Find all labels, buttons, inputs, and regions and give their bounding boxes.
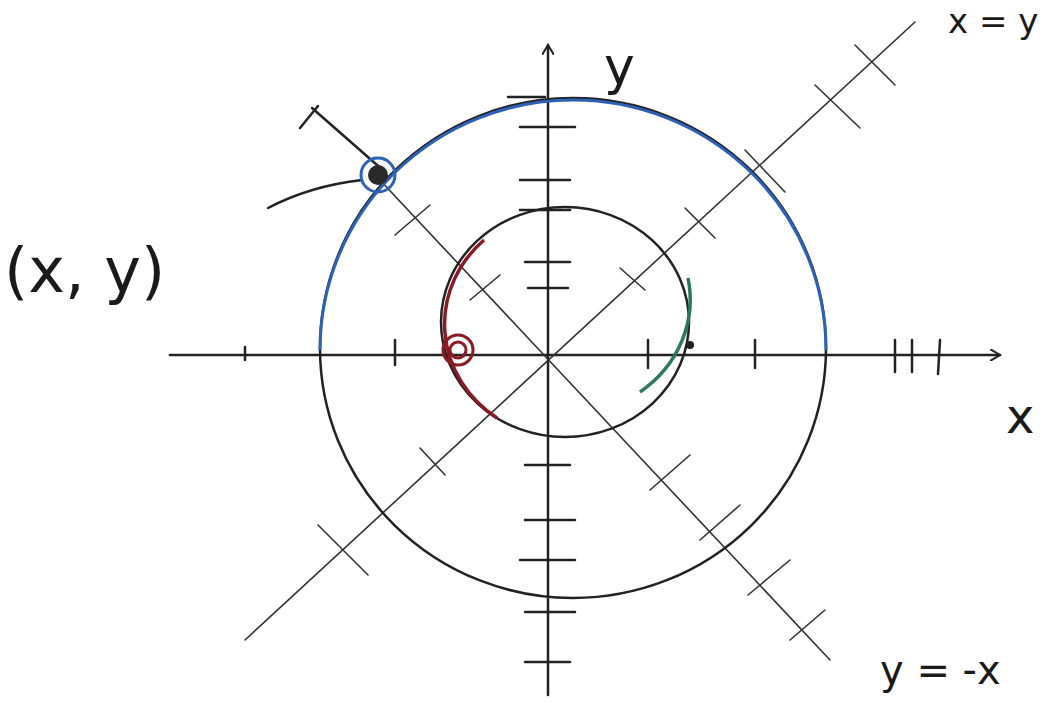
point-label: (x, y) [4, 240, 165, 302]
x-axis [170, 354, 1000, 357]
outer-arc [320, 100, 826, 350]
inner-arc [640, 278, 690, 392]
line-label: x = y [948, 4, 1038, 38]
axis-label: y [604, 40, 635, 92]
axis-ticks [245, 97, 940, 662]
point-ring [361, 158, 395, 192]
inner-circle [441, 207, 689, 437]
point-ring [450, 342, 466, 358]
diagonal-line [245, 22, 915, 640]
leader-line [268, 180, 362, 208]
point [368, 165, 388, 185]
diagonal-line [378, 178, 830, 660]
point-ring [443, 335, 473, 365]
line-label: y = -x [880, 650, 1001, 690]
outer-circle [320, 98, 826, 598]
diagonal-ticks [318, 45, 895, 640]
point [686, 341, 694, 349]
bracket [312, 108, 385, 172]
axis-label: x [1006, 392, 1034, 440]
inner-arc [445, 240, 497, 418]
